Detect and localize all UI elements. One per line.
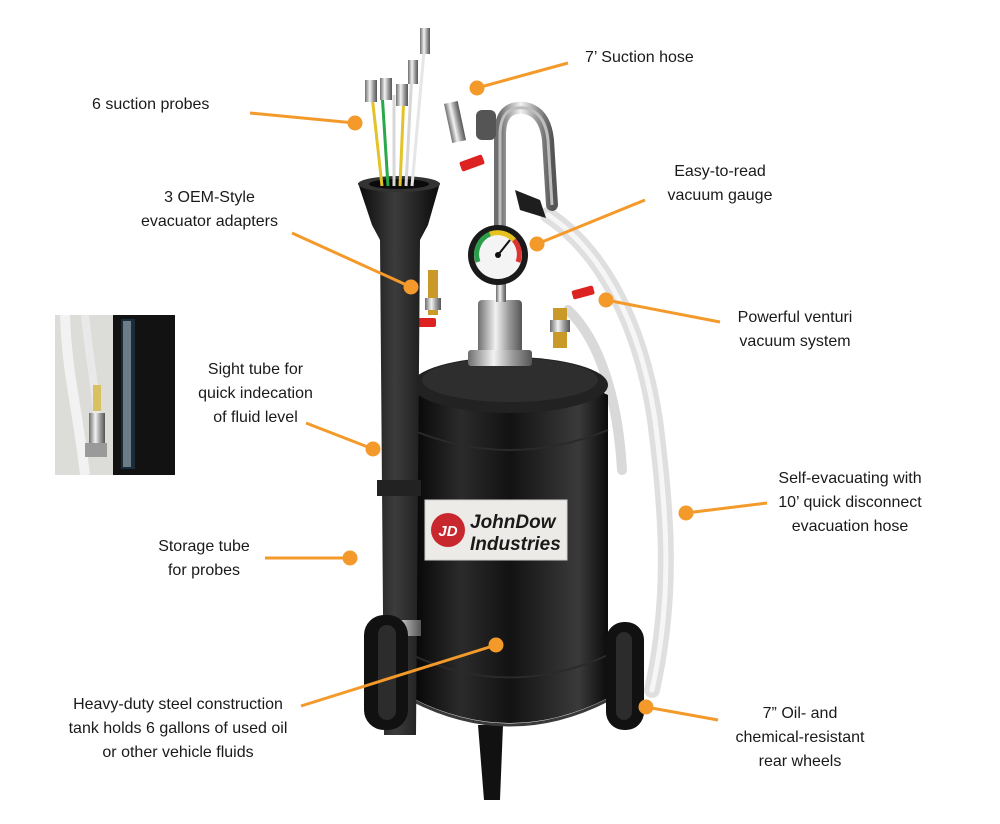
callout-rear-wheels: 7” Oil- and chemical-resistant rear whee…: [735, 705, 865, 770]
brand-label: JD JohnDow Industries: [424, 499, 568, 561]
callout-vacuum-gauge: Easy-to-read vacuum gauge: [667, 163, 773, 204]
leader-evacuation-hose: [685, 501, 768, 515]
callout-evacuation-hose: Self-evacuating with 10’ quick disconnec…: [778, 470, 922, 535]
suction-probes: [365, 28, 430, 187]
brand-name-line1: JohnDow: [470, 512, 557, 533]
leader-sight-tube: [305, 421, 374, 451]
brand-logo-mark: JD: [438, 523, 457, 540]
leader-evacuator-adapters: [291, 231, 412, 289]
leader-suction-probes: [249, 111, 356, 125]
callout-sight-tube: Sight tube for quick indecation of fluid…: [198, 361, 313, 426]
brand-name-line2: Industries: [470, 534, 561, 555]
callout-suction-hose: 7’ Suction hose: [585, 49, 694, 66]
leader-steel-tank: [300, 643, 497, 708]
leader-suction-hose: [476, 61, 569, 90]
callout-evacuator-adapters: 3 OEM-Style evacuator adapters: [141, 189, 278, 230]
tank-stand: [478, 725, 503, 800]
probe-storage-tube: [358, 183, 440, 735]
venturi-fitting: [478, 300, 522, 362]
leader-rear-wheels: [645, 705, 719, 722]
callout-venturi: Powerful venturi vacuum system: [737, 309, 853, 350]
callout-storage-tube: Storage tube for probes: [158, 538, 250, 579]
vacuum-gauge: [468, 225, 528, 285]
red-valve: [459, 154, 485, 172]
rear-wheel-left: [364, 615, 408, 730]
sight-tube-inset-photo: [55, 315, 175, 475]
callout-suction-probes: 6 suction probes: [92, 96, 210, 113]
callout-steel-tank: Heavy-duty steel construction tank holds…: [68, 696, 288, 761]
leader-venturi: [605, 298, 721, 324]
leader-vacuum-gauge: [536, 198, 646, 246]
rear-wheel-right: [606, 622, 644, 730]
